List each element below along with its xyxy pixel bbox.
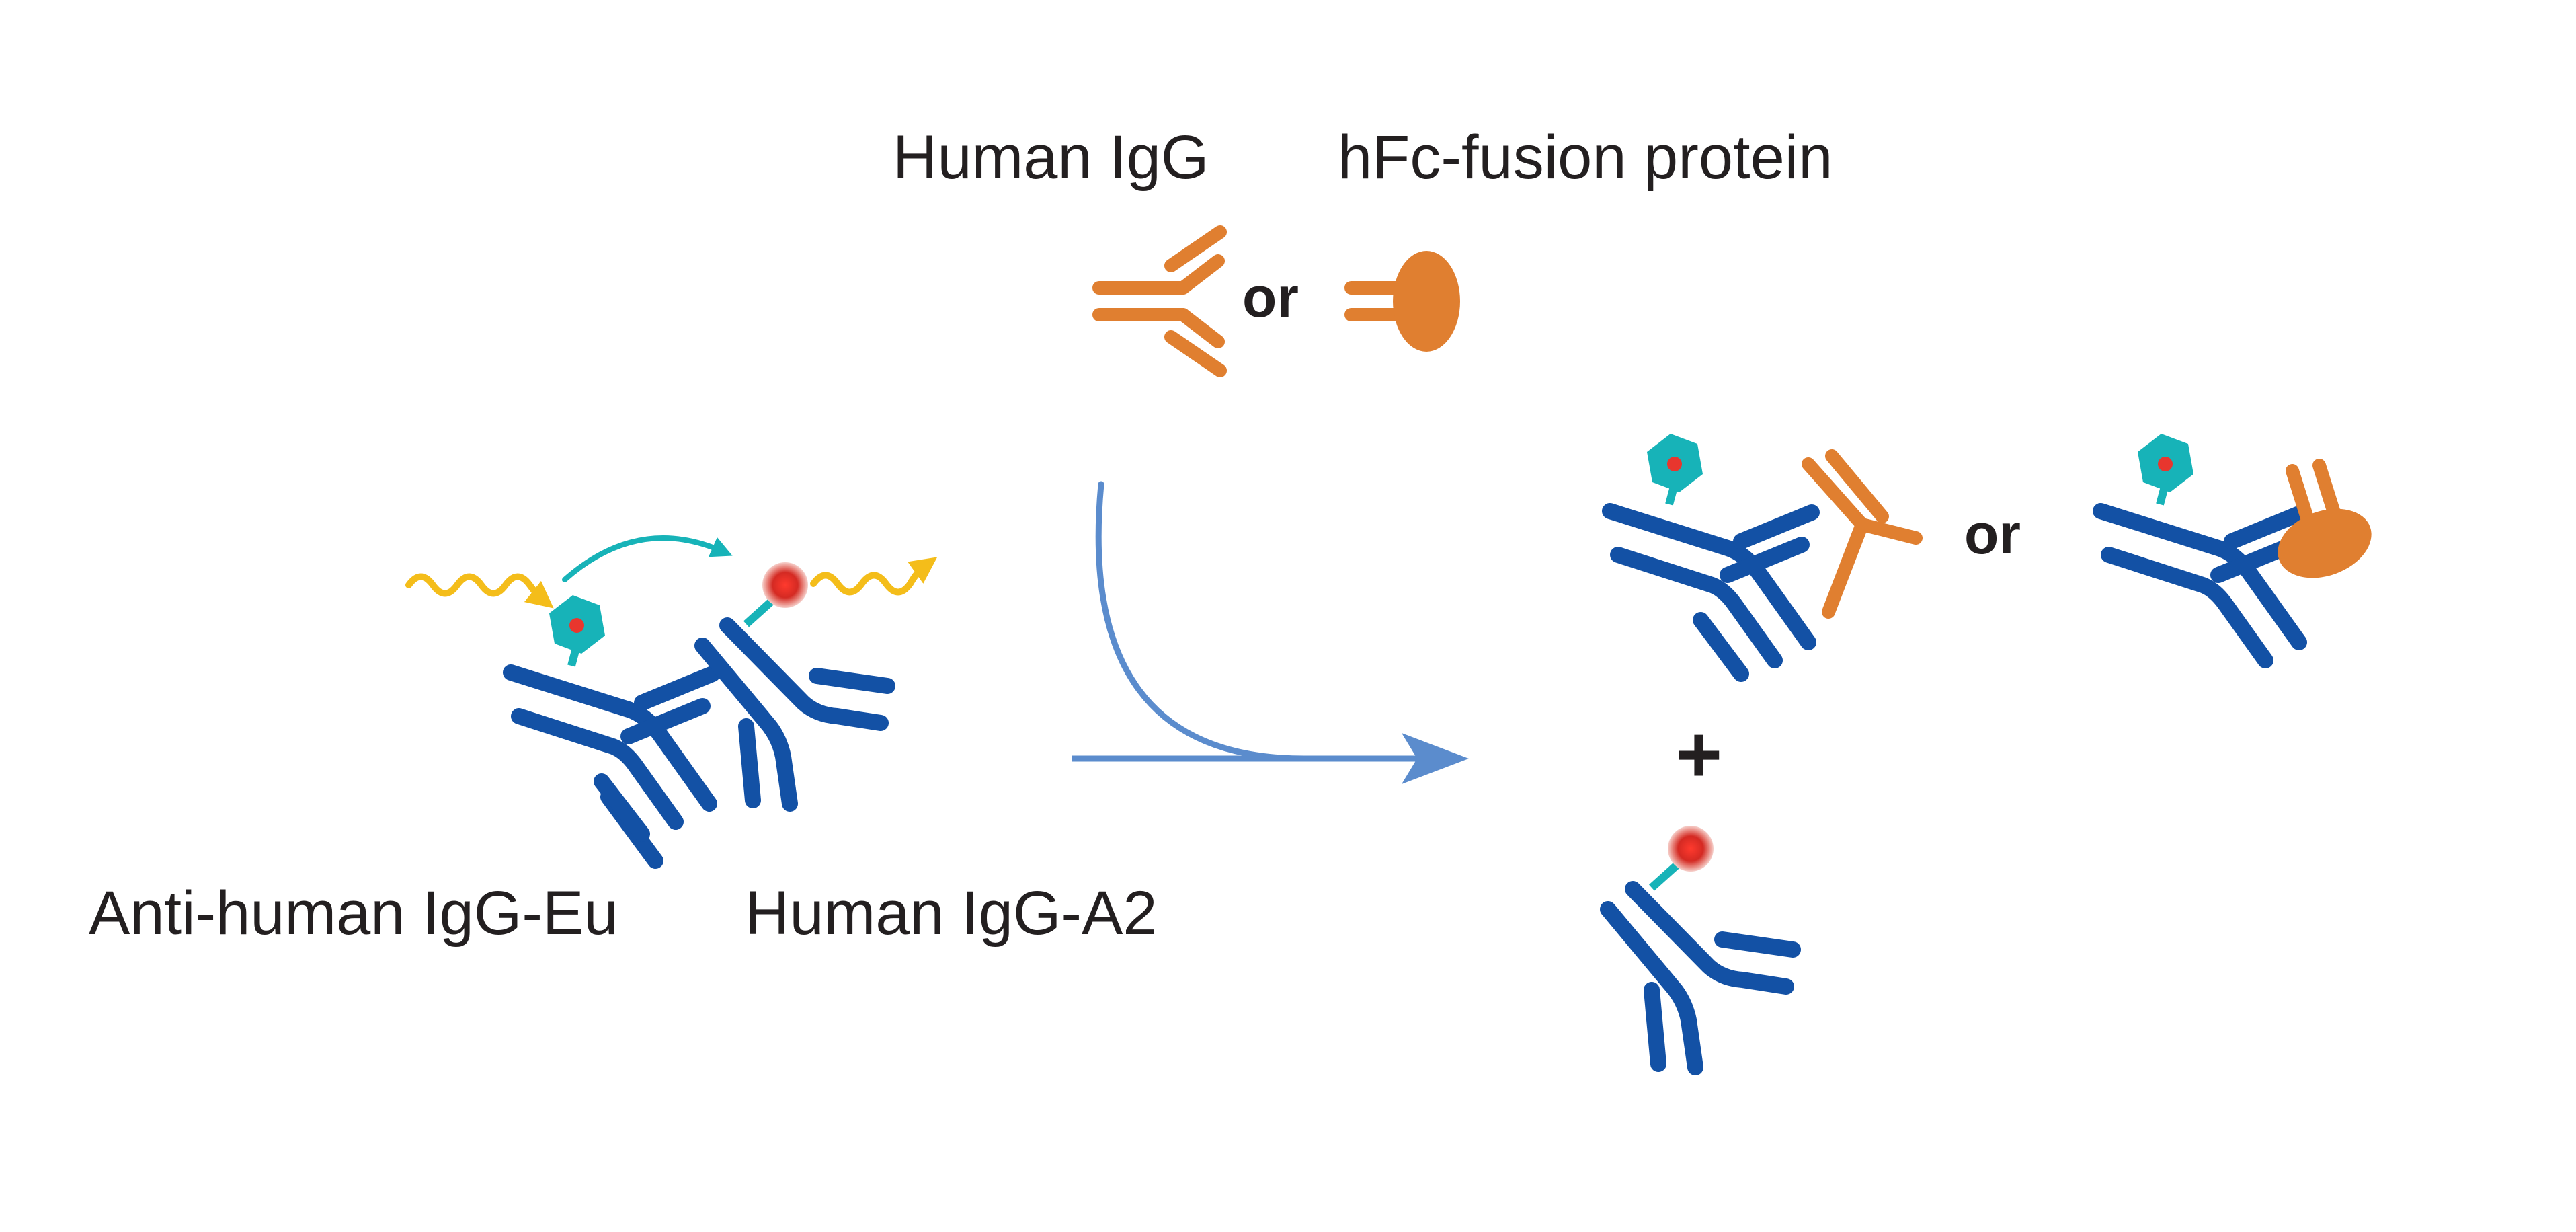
a2-acceptor-dot-free <box>1668 826 1714 872</box>
or-text-top: or <box>1242 266 1299 329</box>
acceptor-linker <box>743 596 776 627</box>
anti-human-igg-eu-antibody <box>503 664 721 869</box>
product-eu-antibody-with-igg <box>1602 434 1923 682</box>
emission-wave-icon <box>810 557 938 596</box>
hfc-fusion-protein-icon <box>1344 251 1460 352</box>
label-anti-human-igg-eu: Anti-human IgG-Eu <box>89 879 618 948</box>
product-eu-antibody-with-hfc-fusion <box>2093 434 2372 668</box>
bound-hfc-fusion-icon <box>2278 508 2372 578</box>
label-hfc-fusion-protein: hFc-fusion protein <box>1338 123 1833 192</box>
eu-donor-dot <box>569 618 584 633</box>
human-igg-icon <box>1092 225 1227 377</box>
anti-human-igg-eu-lower-arm <box>594 773 650 842</box>
label-human-igg-a2: Human IgG-A2 <box>745 879 1158 948</box>
label-human-igg: Human IgG <box>893 123 1209 192</box>
reaction-arrowhead-icon <box>1402 733 1469 784</box>
or-text-products: or <box>1964 502 2021 566</box>
plus-sign: + <box>1675 709 1723 800</box>
a2-acceptor-dot <box>762 562 808 608</box>
bound-human-igg-icon <box>1802 449 1923 619</box>
free-human-igg-a2-antibody <box>1600 826 1801 1075</box>
excitation-wave-icon <box>405 573 554 609</box>
competition-curve-arrow <box>1095 481 1307 762</box>
human-igg-a2-antibody <box>694 617 895 812</box>
energy-transfer-arrow <box>562 535 733 582</box>
